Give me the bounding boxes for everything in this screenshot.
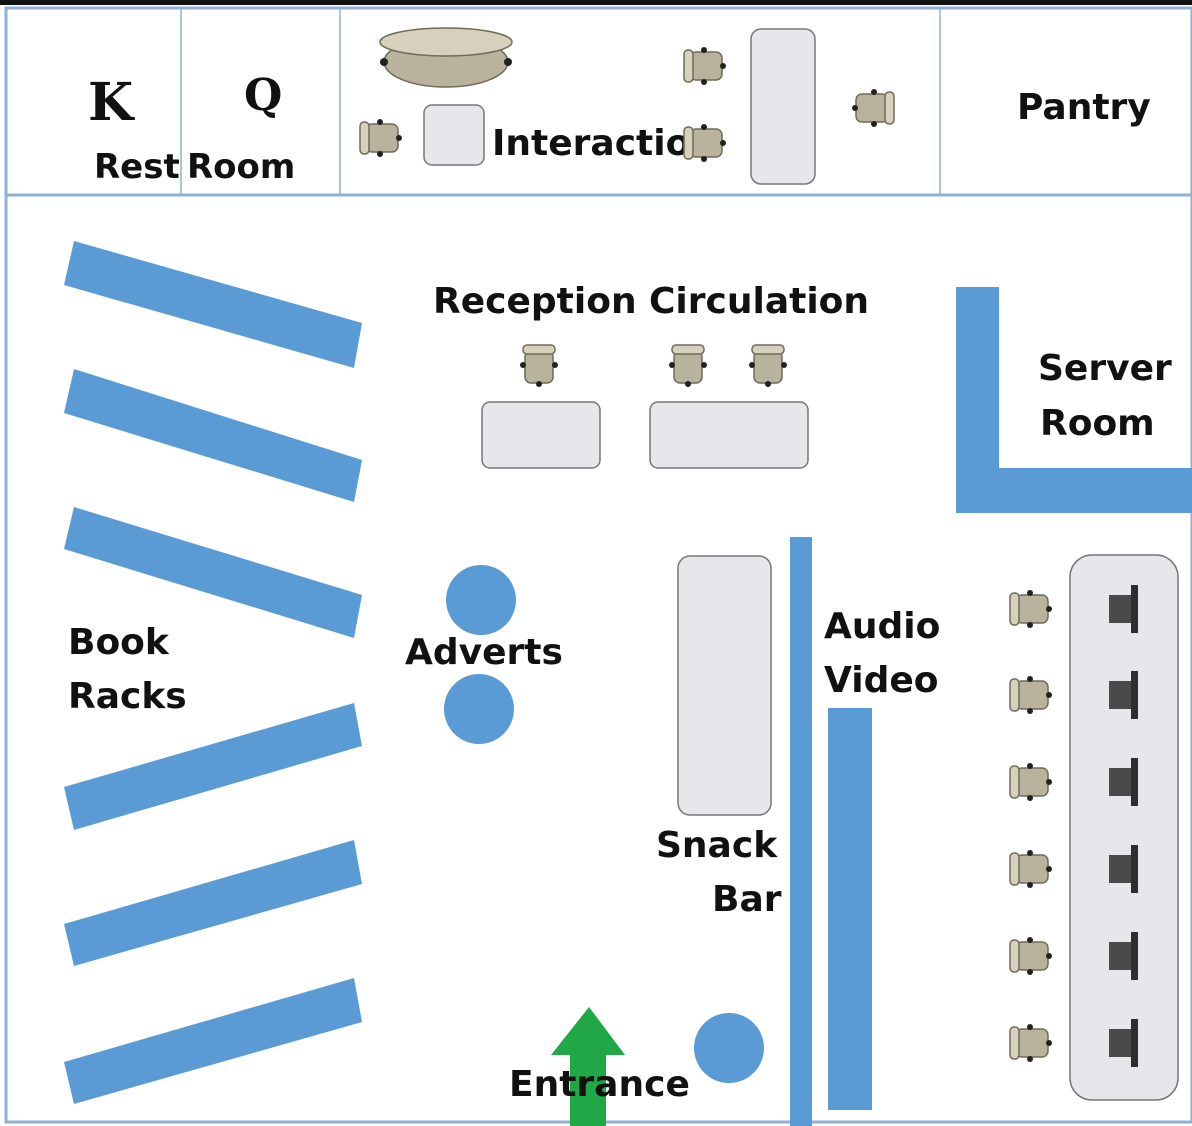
computer-chair-2 — [1009, 675, 1053, 715]
computer-chair-5 — [1009, 936, 1053, 976]
interaction-label: Interaction — [492, 123, 716, 164]
entrance-arrow-icon — [551, 1007, 625, 1126]
entrance-label: Entrance — [509, 1064, 690, 1105]
server-room-label-server: Server — [1038, 348, 1172, 389]
book-rack-6 — [64, 978, 362, 1104]
server-room-walls — [956, 287, 1192, 513]
computer-station-desk — [1069, 554, 1179, 1101]
interaction-chair-1 — [359, 118, 403, 158]
audio-video-rack — [828, 708, 872, 1110]
circulation-label: Circulation — [649, 281, 869, 322]
circulation-desk — [649, 401, 809, 469]
snack-bar-counter — [677, 555, 772, 816]
book-racks-label-racks: Racks — [68, 676, 187, 717]
interaction-round-table — [379, 27, 513, 88]
entrance-circle — [694, 1013, 764, 1083]
reception-label: Reception — [433, 281, 637, 322]
pantry-label: Pantry — [1017, 87, 1151, 128]
computer-station-chairs — [1009, 589, 1053, 1063]
interaction-chair-3 — [683, 123, 727, 163]
computer-chair-4 — [1009, 849, 1053, 889]
interaction-small-table — [423, 104, 485, 166]
adverts-label: Adverts — [405, 632, 563, 673]
interaction-chair-2 — [683, 46, 727, 86]
computer-chair-6 — [1009, 1023, 1053, 1063]
snack-bar-label-bar: Bar — [712, 879, 782, 920]
book-rack-4 — [64, 703, 362, 830]
book-rack-2 — [64, 369, 362, 502]
server-room-label-room: Room — [1040, 403, 1155, 444]
audio-video-wall — [790, 537, 812, 1126]
computer-chair-1 — [1009, 589, 1053, 629]
book-rack-5 — [64, 840, 362, 966]
reception-desk — [481, 401, 601, 469]
circulation-chair-1 — [668, 344, 708, 388]
restroom-label-rest: Rest — [94, 147, 180, 187]
interaction-chair-4 — [851, 88, 895, 128]
advert-stand-1 — [446, 565, 516, 635]
snack-bar-label-snack: Snack — [656, 825, 778, 866]
reception-chair — [519, 344, 559, 388]
interaction-long-table — [750, 28, 816, 185]
restroom-label-room: Room — [187, 147, 295, 187]
restroom-letter-q: Q — [244, 70, 282, 121]
book-racks-label-book: Book — [68, 622, 170, 663]
circulation-chair-2 — [748, 344, 788, 388]
top-border — [0, 0, 1192, 5]
computer-chair-3 — [1009, 762, 1053, 802]
advert-stand-2 — [444, 674, 514, 744]
audio-video-label-audio: Audio — [824, 606, 940, 647]
book-rack-3 — [64, 507, 362, 638]
book-rack-1 — [64, 241, 362, 368]
book-racks — [64, 241, 362, 1104]
restroom-letter-k: K — [88, 72, 135, 133]
audio-video-label-video: Video — [824, 660, 939, 701]
